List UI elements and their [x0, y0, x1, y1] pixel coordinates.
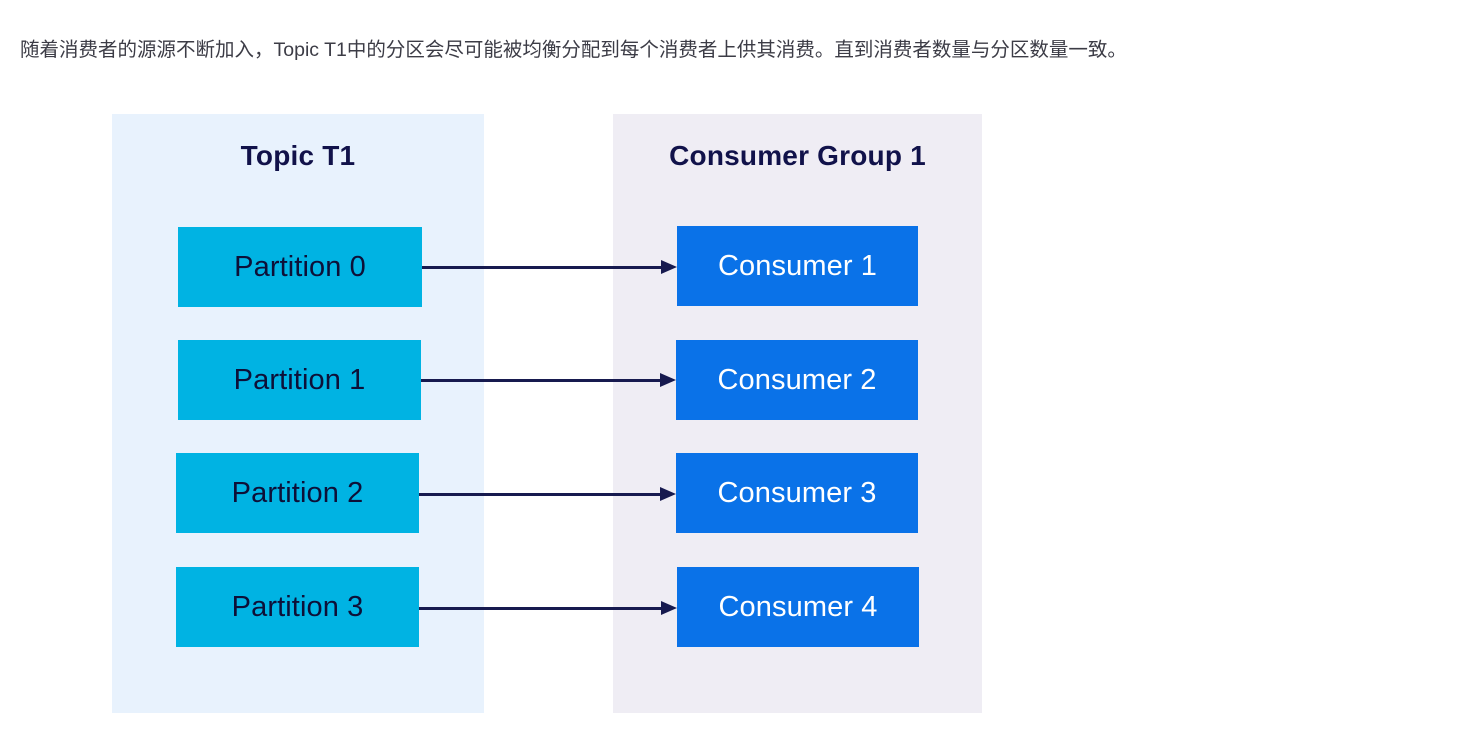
- partition-box-1-label: Partition 1: [233, 363, 366, 396]
- consumer-box-3-label: Consumer 3: [717, 476, 877, 509]
- topic-panel-title: Topic T1: [240, 140, 356, 171]
- consumer-box-2[interactable]: Consumer 2: [676, 340, 918, 420]
- consumer-box-1[interactable]: Consumer 1: [677, 226, 918, 306]
- partition-box-3[interactable]: Partition 3: [176, 567, 419, 647]
- caption-text: 随着消费者的源源不断加入，Topic T1中的分区会尽可能被均衡分配到每个消费者…: [20, 39, 1127, 61]
- arrowhead-icon: [661, 260, 677, 274]
- partition-box-1[interactable]: Partition 1: [178, 340, 421, 420]
- consumer-group-panel-title: Consumer Group 1: [669, 140, 926, 171]
- arrow-shaft: [421, 379, 661, 382]
- arrowhead-icon: [660, 373, 676, 387]
- arrow-shaft: [422, 266, 662, 269]
- arrow-partition2-to-consumer3: [419, 486, 676, 502]
- arrow-shaft: [419, 607, 662, 610]
- arrowhead-icon: [661, 601, 677, 615]
- arrow-shaft: [419, 493, 661, 496]
- partition-box-0[interactable]: Partition 0: [178, 227, 422, 307]
- consumer-box-2-label: Consumer 2: [717, 363, 877, 396]
- consumer-box-3[interactable]: Consumer 3: [676, 453, 918, 533]
- partition-box-0-label: Partition 0: [234, 250, 366, 283]
- partition-box-2[interactable]: Partition 2: [176, 453, 419, 533]
- arrow-partition0-to-consumer1: [422, 259, 677, 275]
- arrowhead-icon: [660, 487, 676, 501]
- partition-box-3-label: Partition 3: [231, 590, 364, 623]
- consumer-box-1-label: Consumer 1: [718, 249, 877, 282]
- arrow-partition1-to-consumer2: [421, 372, 676, 388]
- arrow-partition3-to-consumer4: [419, 600, 677, 616]
- consumer-box-4[interactable]: Consumer 4: [677, 567, 919, 647]
- consumer-box-4-label: Consumer 4: [718, 590, 878, 623]
- partition-box-2-label: Partition 2: [231, 476, 364, 509]
